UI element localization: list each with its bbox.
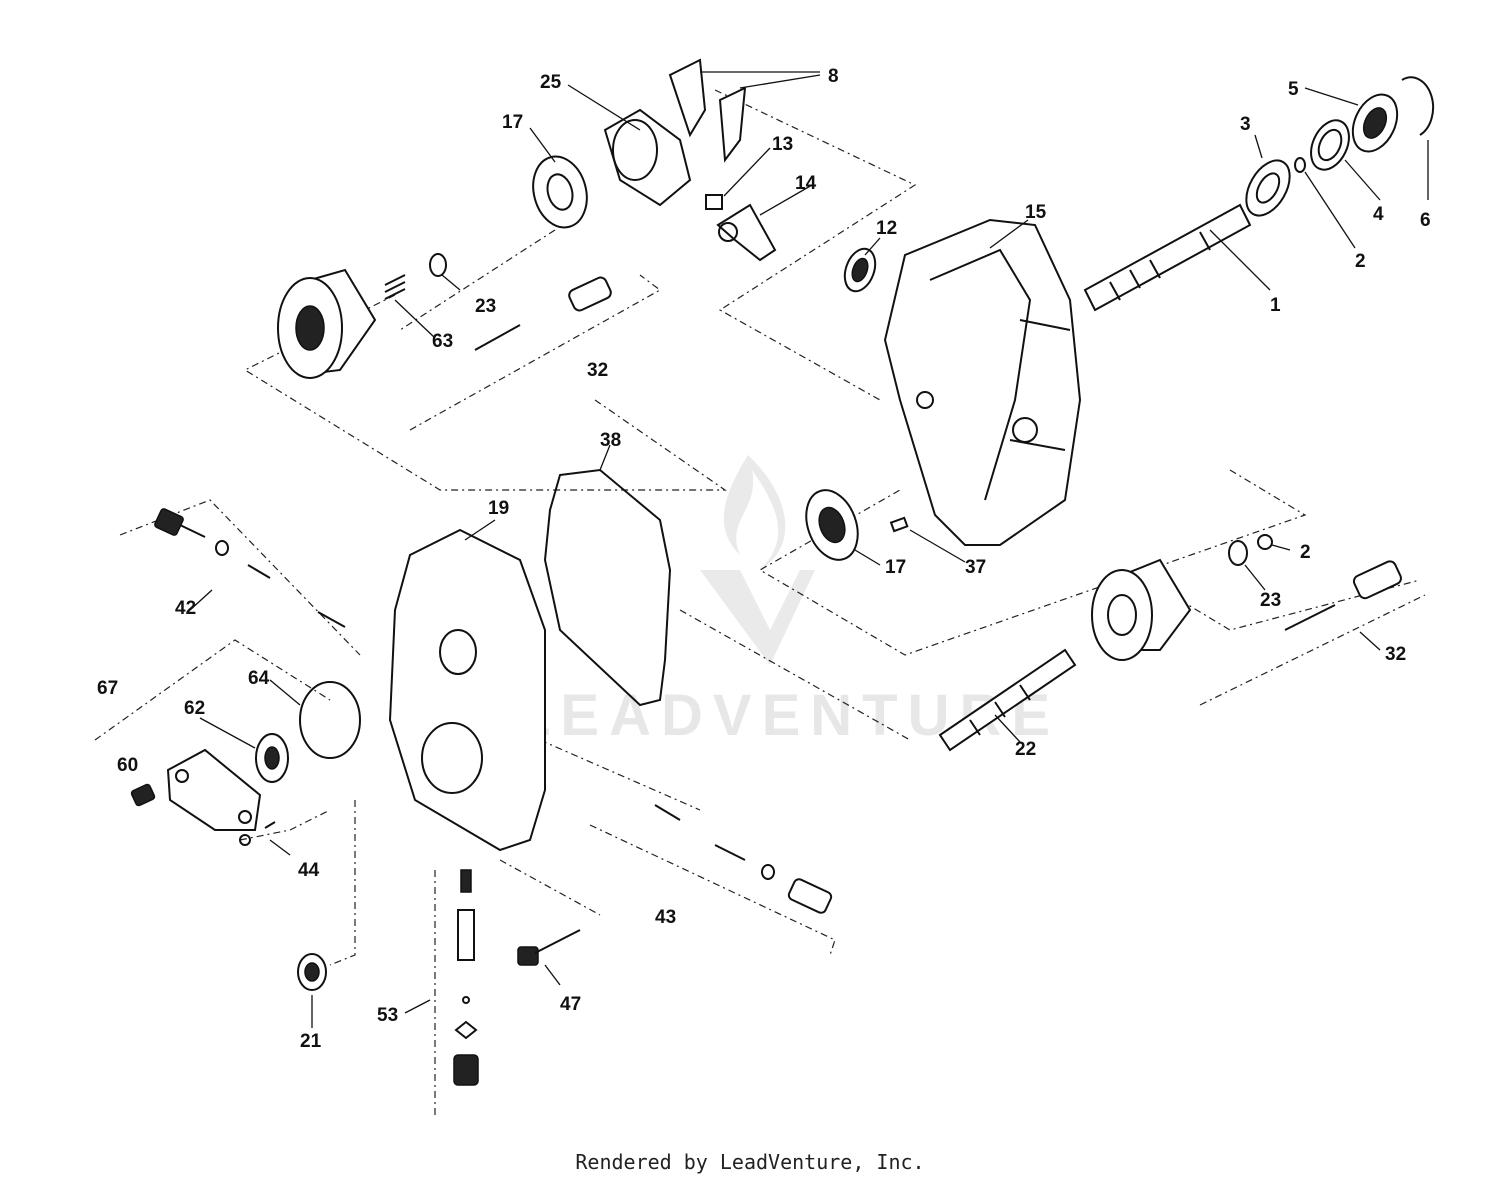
callout-53: 53 (377, 1005, 398, 1026)
callout-25: 25 (540, 72, 562, 93)
callout-43: 43 (655, 907, 676, 928)
part-6-snap-ring (1401, 76, 1435, 136)
part-42-relief-valve (154, 508, 346, 628)
part-22-shaft (938, 648, 1077, 752)
watermark-logo (700, 455, 815, 665)
callout-47: 47 (560, 994, 581, 1015)
footer-credit: Rendered by LeadVenture, Inc. (575, 1150, 925, 1174)
part-14-slider (705, 194, 723, 210)
assembly-lines (94, 89, 1426, 1115)
callout-32-lower: 32 (1385, 644, 1406, 665)
part-5-bearing (1351, 93, 1399, 153)
part-21-seal (297, 953, 327, 991)
callout-12: 12 (876, 218, 897, 239)
callout-5: 5 (1288, 79, 1299, 100)
callout-13: 14 (795, 173, 817, 194)
part-4-washer (1310, 119, 1350, 171)
part-67-screw (130, 783, 156, 807)
part-32-check-valve-upper (474, 276, 612, 351)
callout-2-lower: 2 (1300, 542, 1311, 563)
callout-42: 42 (175, 598, 196, 619)
part-17-bearing-upper (532, 155, 588, 229)
callout-63: 67 (97, 678, 118, 699)
part-15-housing (883, 218, 1082, 546)
part-1-shaft (1083, 203, 1252, 312)
callout-3: 3 (1240, 114, 1251, 135)
callout-14: 13 (772, 134, 793, 155)
part-17-bearing-lower (805, 489, 859, 561)
callout-17-upper: 17 (502, 112, 523, 133)
part-44-spring (264, 821, 276, 829)
part-3-bearing (1245, 159, 1291, 217)
part-32-check-valve-lower (1284, 560, 1402, 631)
leader-lines (189, 71, 1429, 1028)
callout-1: 1 (1270, 295, 1281, 316)
callout-60: 63 (432, 331, 453, 352)
callout-8: 8 (828, 66, 839, 87)
part-63-pump-cover (166, 748, 262, 831)
part-38-gasket (543, 468, 672, 707)
part-60-cylinder-block (277, 268, 406, 379)
callouts: 8 25 17 13 14 12 15 3 5 4 6 2 1 23 63 32… (97, 66, 1431, 1052)
part-cylinder-block-lower (1091, 558, 1192, 661)
callout-15: 15 (1025, 202, 1047, 223)
part-25-swashplate (603, 108, 692, 207)
callout-21: 21 (300, 1031, 322, 1052)
callout-62: 64 (248, 668, 270, 689)
callout-32-upper: 32 (587, 360, 608, 381)
part-2-oring (1294, 157, 1306, 173)
part-53-bypass-valve (453, 869, 479, 1086)
callout-37: 37 (965, 557, 986, 578)
part-8-thrust-half-a (668, 58, 707, 138)
callout-44: 44 (298, 860, 320, 881)
part-23-washer-upper (429, 253, 447, 277)
callout-38: 38 (600, 430, 621, 451)
part-8-thrust-half-b (718, 86, 747, 163)
part-23-washer-lower (1228, 540, 1248, 566)
callout-23-upper: 23 (475, 296, 496, 317)
part-47-bolt (517, 929, 581, 966)
part-13-trunnion (716, 203, 777, 262)
callout-67: 60 (117, 755, 138, 776)
callout-4: 4 (1373, 204, 1384, 225)
part-62-oring (299, 681, 361, 759)
part-64-gerotor (255, 733, 289, 783)
callout-22: 22 (1015, 739, 1036, 760)
part-12-bearing (843, 247, 877, 293)
part-19-center-section (388, 528, 546, 852)
callout-64: 62 (184, 698, 205, 719)
callout-19: 19 (488, 498, 509, 519)
part-44-ball (239, 834, 251, 846)
callout-17-lower: 17 (885, 557, 906, 578)
callout-23-lower: 23 (1260, 590, 1281, 611)
part-37-pin (889, 516, 909, 533)
callout-2-upper: 2 (1355, 251, 1366, 272)
callout-6: 6 (1420, 210, 1431, 231)
part-2-oring-lower (1257, 534, 1273, 550)
part-43-relief-valve (654, 804, 833, 914)
